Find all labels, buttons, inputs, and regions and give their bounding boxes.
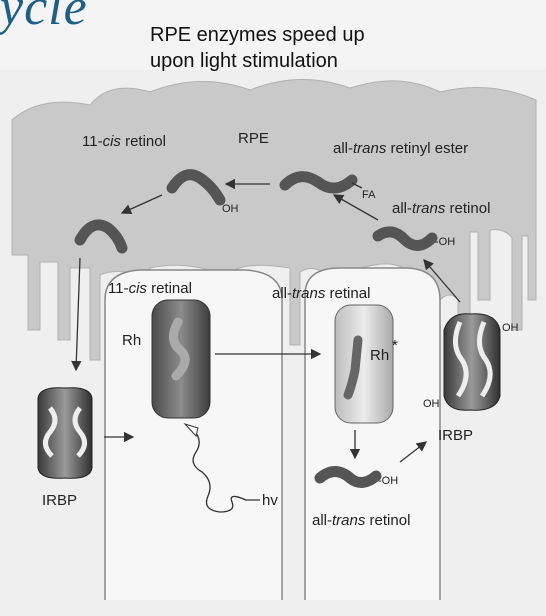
slide-title-fragment: ycle	[0, 0, 88, 36]
rh-star-asterisk: *	[392, 337, 398, 354]
metarhodopsin	[334, 304, 394, 424]
irbp-right-oh-bottom: OH	[423, 398, 440, 410]
trans-retinol-rpe-label: all-trans retinol	[392, 200, 490, 217]
rpe-label: RPE	[238, 130, 269, 147]
trans-retinol-bottom-oh: -OH	[378, 475, 398, 487]
irbp-left-label: IRBP	[42, 492, 77, 509]
hv-label: hv	[262, 492, 278, 509]
arrow-cis-retinal-to-irbp	[71, 257, 82, 372]
rhodopsin-chromophore	[169, 317, 190, 381]
rh-star-label: Rh	[370, 347, 389, 364]
trans-retinol-molecule-bottom	[314, 466, 382, 488]
rh-label: Rh	[122, 332, 141, 349]
photoreceptor-left	[104, 269, 283, 600]
trans-retinol-bottom-label: all-trans retinol	[312, 512, 410, 529]
irbp-right	[443, 313, 501, 411]
arrow-irbp-to-trans-retinol	[423, 259, 461, 303]
caption-line-2: upon light stimulation	[150, 50, 338, 72]
cis-retinal-label: 11-cis retinal	[108, 280, 192, 297]
cis-retinal-molecule-rpe	[74, 219, 128, 254]
metarhodopsin-chromophore	[343, 335, 363, 400]
arrow-trans-retinol-to-irbp	[399, 441, 428, 463]
cis-retinol-label: 11-cis retinol	[82, 133, 166, 150]
caption-line-1: RPE enzymes speed up	[150, 24, 365, 46]
arrow-cis-retinol-to-cis-retinal	[120, 194, 163, 215]
trans-retinol-rpe-oh: -OH	[435, 236, 455, 248]
cis-retinol-oh: OH	[222, 203, 239, 215]
irbp-left	[37, 387, 93, 479]
fa-label: FA	[362, 189, 376, 201]
light-hv-wave	[191, 427, 260, 513]
retinyl-ester-molecule	[279, 171, 358, 194]
cis-retinol-molecule	[166, 169, 226, 206]
retinyl-ester-label: all-trans retinyl ester	[333, 140, 468, 157]
irbp-right-label: IRBP	[438, 427, 473, 444]
irbp-right-oh-top: OH	[502, 322, 519, 334]
arrow-trans-retinol-to-ester	[332, 194, 379, 221]
slide-caption: RPE enzymes speed up upon light stimulat…	[150, 22, 365, 74]
trans-retinal-label: all-trans retinal	[272, 285, 370, 302]
trans-retinol-molecule-rpe	[372, 226, 438, 251]
